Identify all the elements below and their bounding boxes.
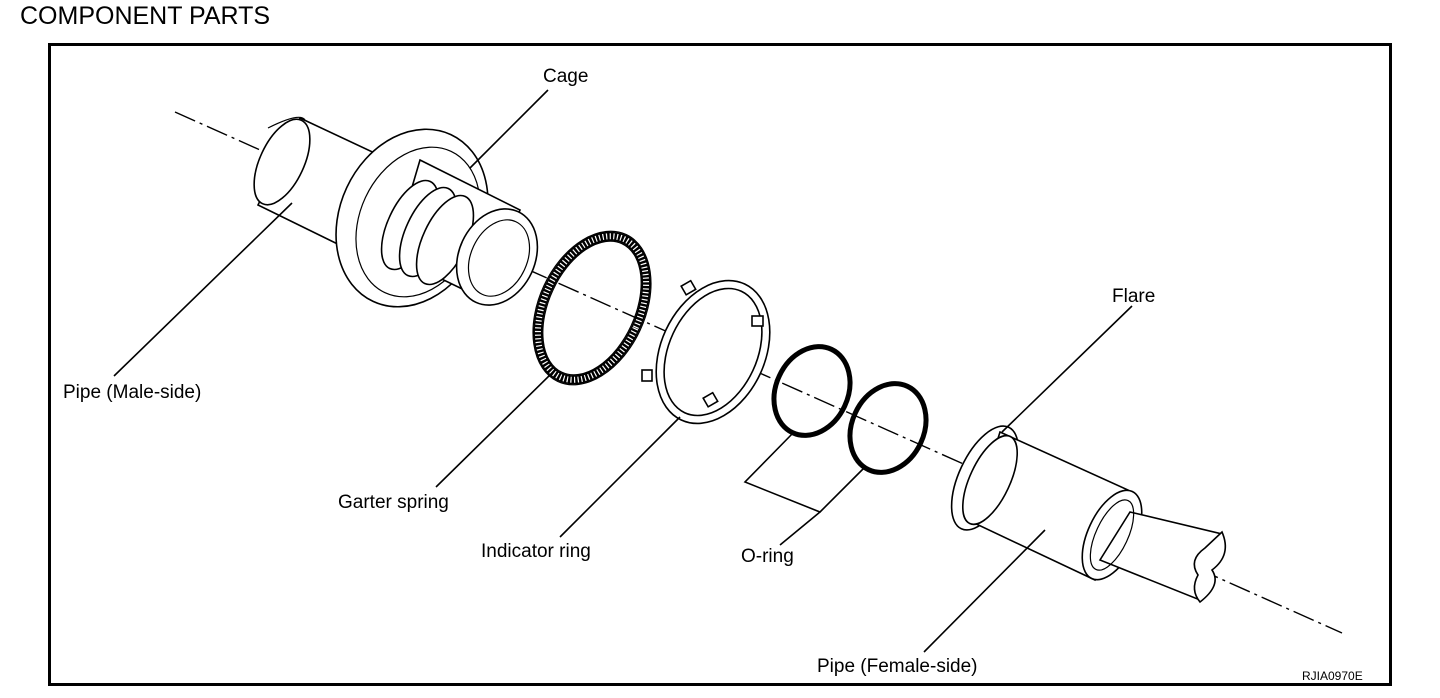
cage	[335, 128, 539, 308]
page-title: COMPONENT PARTS	[20, 2, 271, 30]
leader-flare	[1001, 305, 1133, 433]
o-ring-2	[847, 381, 929, 475]
garter-spring	[532, 230, 652, 386]
leader-cage	[469, 89, 549, 169]
leader-pipe-female	[923, 529, 1046, 653]
label-pipe-male-side: Pipe (Male-side)	[63, 382, 201, 403]
leader-indicator-ring	[559, 416, 681, 538]
leader-o-ring	[743, 431, 867, 513]
leader-pipe-male	[113, 202, 293, 377]
figure-code: RJIA0970E	[1302, 669, 1363, 683]
label-flare: Flare	[1112, 286, 1155, 307]
leader-garter-spring	[435, 371, 554, 488]
indicator-ring	[641, 279, 771, 425]
pipe-female-side	[950, 425, 1227, 604]
label-indicator-ring: Indicator ring	[481, 541, 591, 562]
diagram-frame	[48, 43, 1392, 686]
label-o-ring: O-ring	[741, 546, 794, 567]
label-cage: Cage	[543, 66, 588, 87]
leader-o-ring-stem	[779, 511, 821, 546]
label-pipe-female-side: Pipe (Female-side)	[817, 656, 978, 677]
label-garter-spring: Garter spring	[338, 492, 449, 513]
